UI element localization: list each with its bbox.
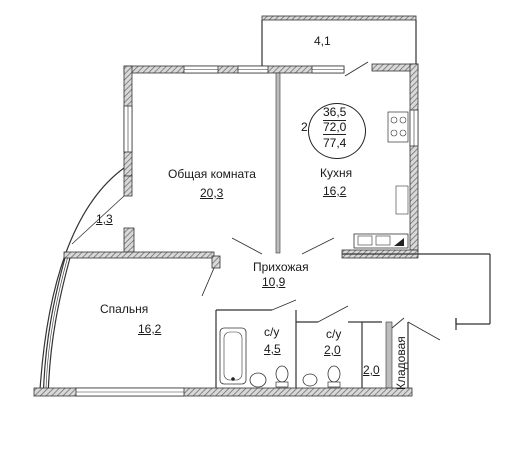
living-room-name: Общая комната	[168, 167, 256, 181]
top-wall	[123, 63, 419, 74]
bathroom2-name: с/у	[326, 327, 342, 341]
bathroom1-area: 4,5	[264, 342, 281, 356]
bedroom-area: 16,2	[138, 322, 162, 336]
hall-walls	[63, 251, 491, 325]
loggia-area: 1,3	[96, 212, 113, 226]
hall-name: Прихожая	[253, 260, 309, 274]
living-left-wall	[123, 65, 135, 253]
bathroom2-area: 2,0	[324, 343, 341, 357]
kitchen-area: 16,2	[323, 184, 347, 198]
balcony	[261, 15, 417, 77]
kitchen-name: Кухня	[320, 166, 353, 180]
bottom-wall	[33, 387, 413, 397]
storage-name: Кладовая	[394, 336, 408, 390]
bathroom1-name: с/у	[264, 325, 280, 339]
balcony-area: 4,1	[314, 34, 331, 48]
area-summary-badge: 36,5 2 72,0 77,4	[301, 103, 366, 159]
total-area-value: 72,0	[323, 120, 347, 135]
hall-area: 10,9	[262, 275, 286, 289]
living-kitchen-partition	[231, 72, 335, 255]
curved-facade	[39, 167, 125, 391]
bathrooms-block	[215, 299, 363, 390]
living-area-value: 36,5	[323, 105, 347, 119]
right-wall	[409, 63, 419, 251]
storage-area: 2,0	[363, 363, 380, 377]
rooms-count: 2	[301, 120, 308, 134]
living-room-area: 20,3	[200, 186, 224, 200]
bedroom-name: Спальня	[100, 302, 149, 316]
total-with-balcony-value: 77,4	[323, 136, 347, 150]
